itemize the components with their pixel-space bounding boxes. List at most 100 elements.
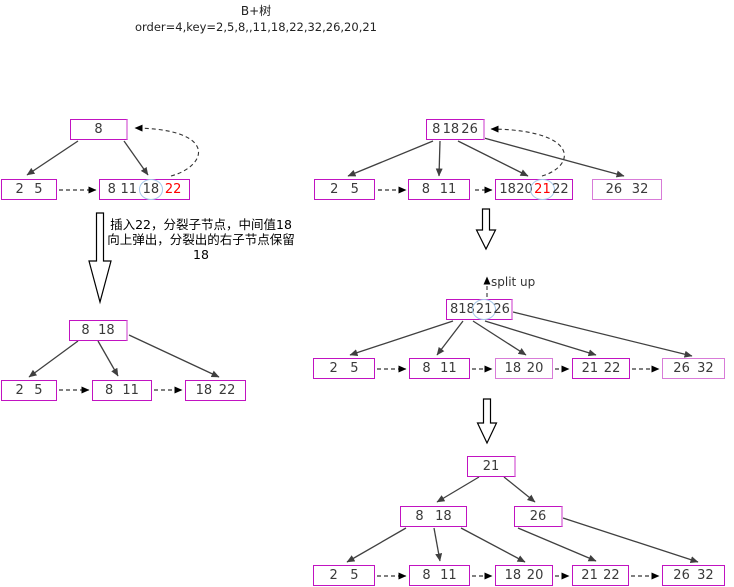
tree-d-leaf-node: 18 20: [495, 358, 553, 379]
node-key: 18: [442, 122, 460, 137]
node-key: 5: [34, 182, 43, 197]
tree-c-leaf-node: 8 11: [408, 179, 470, 200]
tree-c-leaf-node: 2 5: [314, 179, 375, 200]
node-key: 32: [697, 361, 714, 376]
tree-e-internal-node: 8 18: [400, 506, 467, 527]
pop-up-arrow-right: [490, 125, 565, 177]
tree-d-leaf-node: 8 11: [409, 358, 470, 379]
node-key: 2: [15, 383, 24, 398]
node-key: 2: [330, 182, 339, 197]
node-key: 8: [94, 122, 103, 137]
node-key: 26: [605, 182, 623, 197]
node-key: 22: [603, 361, 621, 376]
node-key: 8: [422, 568, 431, 583]
node-key: 21: [482, 459, 500, 474]
node-key: 2: [329, 568, 338, 583]
diagram-title: B+树: [240, 4, 272, 18]
node-key: 32: [631, 182, 649, 197]
tree-e-leaf-node: 8 11: [409, 565, 470, 586]
node-key: 18: [504, 568, 522, 583]
tree-c-leaf-node: 18 20 21 22: [495, 179, 573, 200]
node-key: 18: [504, 361, 522, 376]
tree-e-leaf-node: 2 5: [313, 565, 375, 586]
node-key-highlight: 22: [164, 182, 182, 197]
tree-b-root-node: 8 18: [69, 320, 128, 341]
node-key: 20: [526, 568, 544, 583]
node-key: 5: [34, 383, 43, 398]
annotation-line: 18: [193, 247, 209, 262]
node-key: 8: [450, 302, 459, 317]
node-key: 8: [421, 182, 430, 197]
tree-a-edges: [26, 140, 149, 176]
annotation-line: 向上弹出，分裂出的右子节点保留: [107, 232, 295, 247]
step-down-arrow-right-1: [475, 208, 497, 251]
node-key: 8: [107, 182, 116, 197]
tree-e-leaf-node: 26 32: [662, 565, 725, 586]
pop-up-arrow-left: [134, 124, 200, 177]
node-key: 5: [350, 361, 359, 376]
node-key: 18: [435, 509, 452, 524]
node-key: 18: [499, 182, 516, 197]
node-key: 22: [218, 383, 236, 398]
tree-c-edges: [347, 137, 625, 178]
node-key: 11: [439, 182, 457, 197]
node-key: 11: [440, 361, 457, 376]
node-key: 8: [105, 383, 114, 398]
step-down-arrow-right-2: [476, 398, 498, 445]
node-key: 20: [516, 182, 533, 197]
node-key: 22: [552, 182, 569, 197]
tree-e-internal-node: 26: [514, 506, 563, 527]
node-key: 8: [415, 509, 424, 524]
tree-a-leaf-node: 2 5: [1, 179, 57, 200]
tree-e-leaf-node: 18 20: [495, 565, 553, 586]
tree-d-leaf-node: 26 32: [662, 358, 725, 379]
node-key: 5: [350, 182, 359, 197]
diagram-subtitle: order=4,key=2,5,8,,11,18,22,32,26,20,21: [135, 20, 377, 34]
node-key: 26: [493, 302, 510, 317]
tree-e-root-node: 21: [467, 456, 516, 477]
tree-d-edges: [349, 311, 693, 358]
tree-e-edges: [346, 476, 699, 564]
node-key: 8: [422, 361, 431, 376]
node-key-circled: 18: [138, 179, 164, 200]
tree-d-root-node: 8 18 21 26: [446, 299, 513, 320]
leaf-link-arrows: [59, 186, 660, 580]
node-key: 2: [15, 182, 24, 197]
split-annotation: 插入22，分裂子节点，中间值18 向上弹出，分裂出的右子节点保留 18: [103, 217, 299, 262]
node-key: 26: [673, 568, 690, 583]
node-key: 22: [603, 568, 620, 583]
node-key: 26: [529, 509, 547, 524]
tree-c-root-node: 8 18 26: [426, 119, 485, 140]
node-key: 5: [350, 568, 359, 583]
node-key: 21: [581, 361, 599, 376]
tree-d-leaf-node: 21 22: [572, 358, 630, 379]
node-key: 18: [195, 383, 213, 398]
tree-c-leaf-node: 26 32: [592, 179, 662, 200]
tree-b-edges: [28, 334, 220, 378]
tree-a-leaf-node: 8 11 18 22: [99, 179, 190, 200]
node-key: 11: [120, 182, 138, 197]
tree-a-root-node: 8: [70, 119, 128, 140]
header: B+树 order=4,key=2,5,8,,11,18,22,32,26,20…: [106, 2, 406, 34]
tree-d-leaf-node: 2 5: [313, 358, 375, 379]
node-key: 11: [122, 383, 139, 398]
node-key-circled: 21: [530, 179, 555, 200]
tree-b-leaf-node: 2 5: [1, 380, 57, 401]
node-key: 26: [673, 361, 690, 376]
node-key: 11: [440, 568, 457, 583]
node-key: 20: [526, 361, 544, 376]
node-key: 2: [329, 361, 338, 376]
node-key: 32: [697, 568, 714, 583]
node-key: 18: [458, 302, 475, 317]
node-key-circled: 21: [471, 299, 497, 320]
node-key: 26: [461, 122, 478, 137]
tree-b-leaf-node: 18 22: [185, 380, 246, 401]
node-key: 8: [432, 122, 441, 137]
node-key: 8: [81, 323, 90, 338]
tree-b-leaf-node: 8 11: [92, 380, 152, 401]
tree-e-leaf-node: 21 22: [572, 565, 629, 586]
step-down-arrow-left: [88, 212, 112, 305]
split-up-label: split up: [491, 275, 536, 289]
